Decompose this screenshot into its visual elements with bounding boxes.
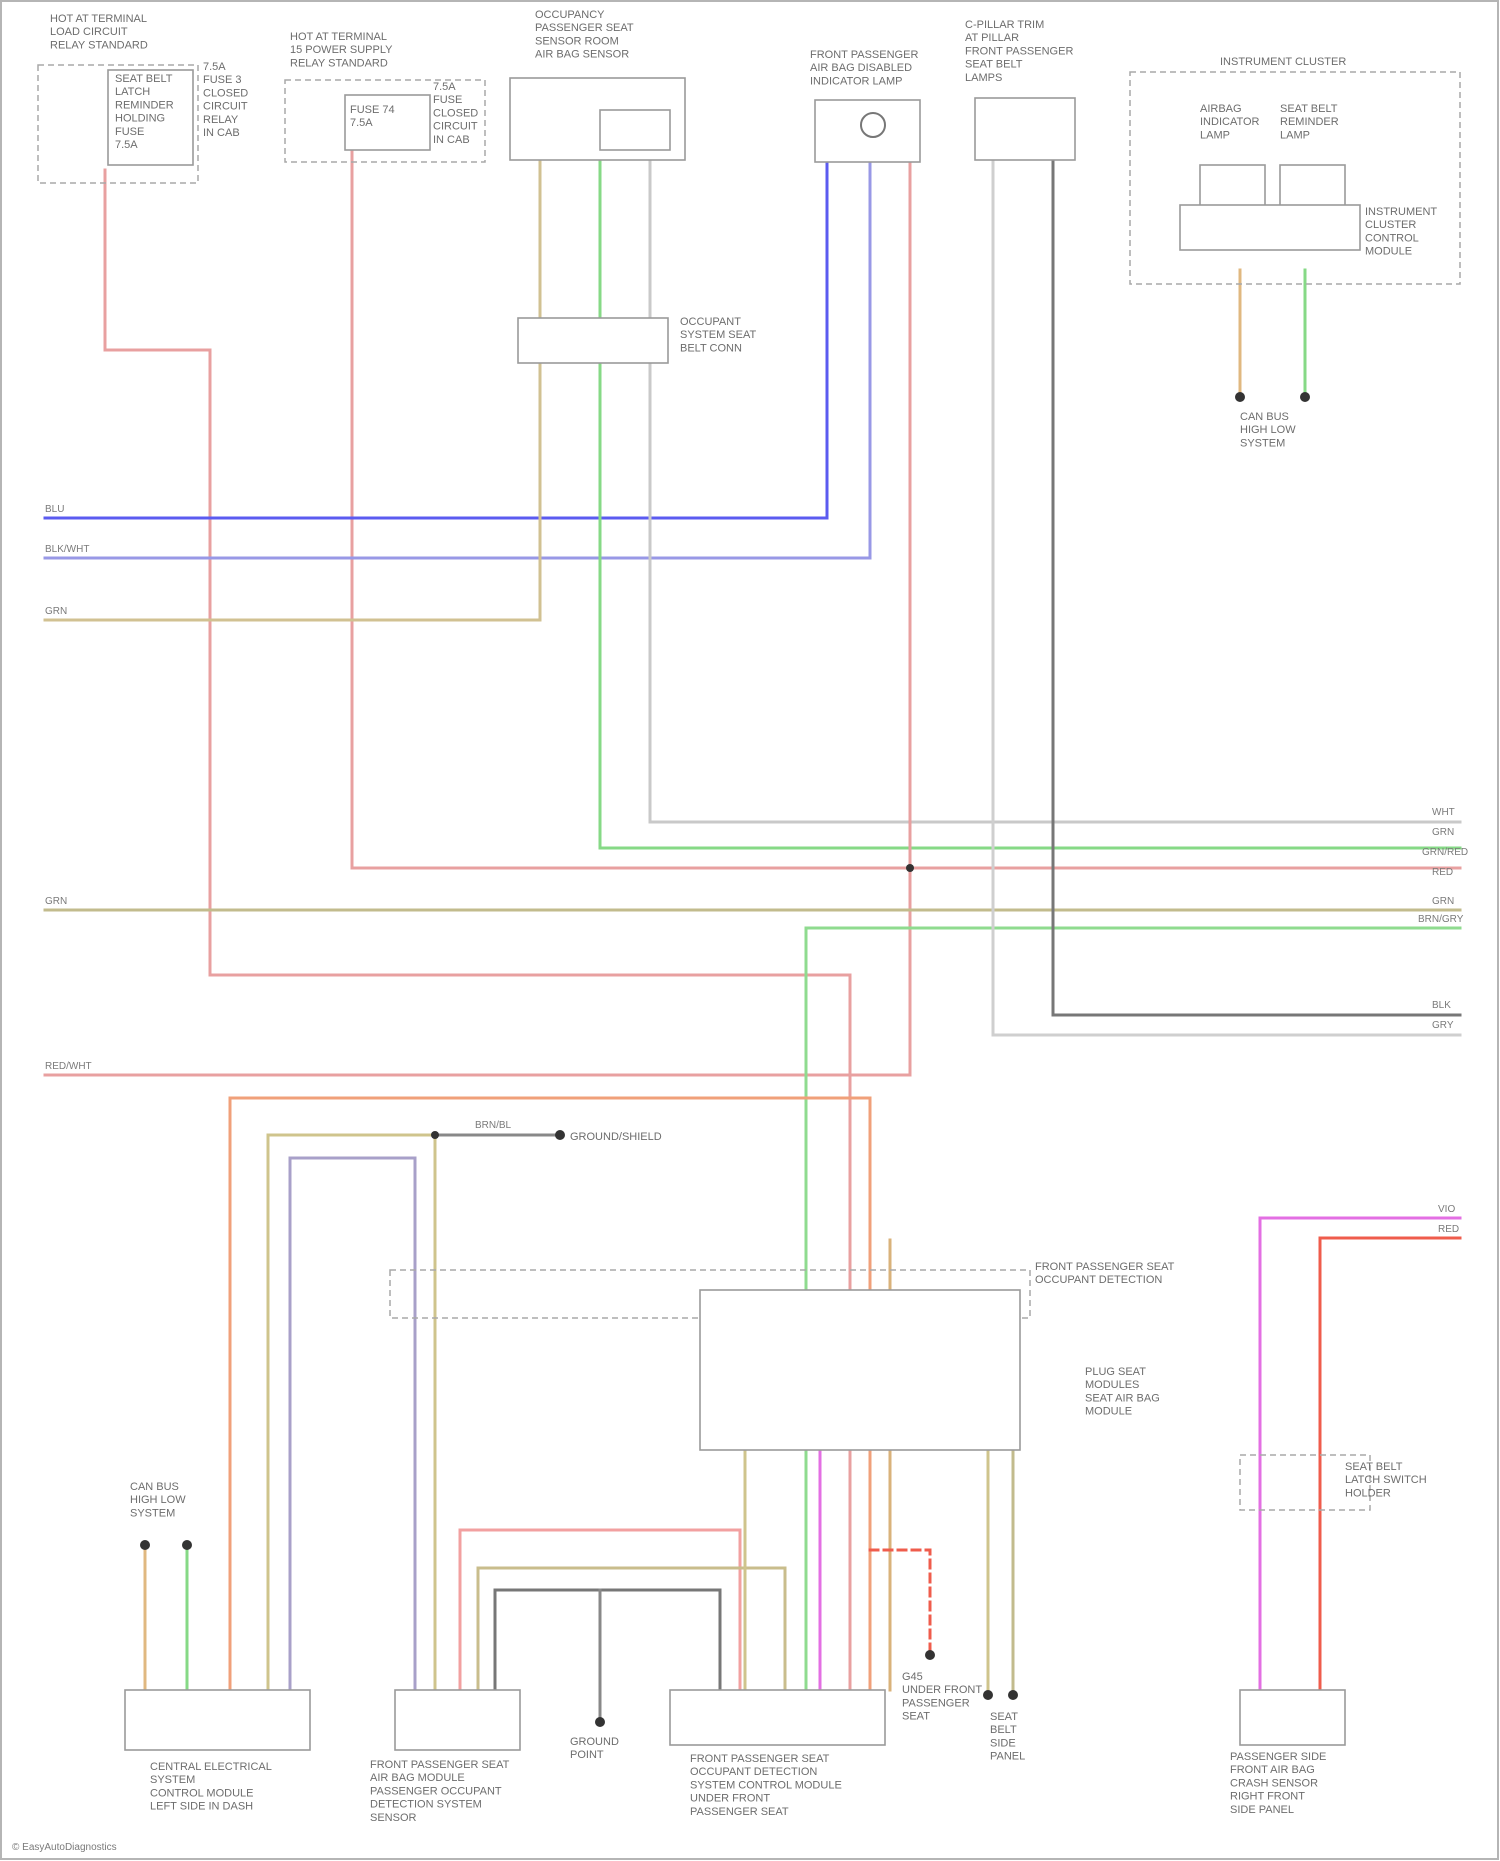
ind-lamp-a-box [1200,165,1265,210]
pillar-box [975,98,1075,160]
label-left-wire-3: GRN [45,606,67,617]
wire-khaki-bundle [268,1135,435,1700]
wire-blkwht-left [45,163,870,558]
occ-ctrl-module-box [670,1690,885,1745]
wire-fuse-a-red [105,170,850,1690]
pass-lamp-box [815,100,920,162]
wire-fuse-b-red [352,150,1460,868]
label-right-wire-7: BLK [1432,1000,1451,1011]
label-left-wire-5: RED/WHT [45,1061,92,1072]
label-inst-cluster: INSTRUMENT CLUSTER [1220,56,1346,68]
wire-vio-right [1260,1218,1460,1690]
junction-dots [140,392,1310,1727]
label-wire-ref: BRN/BL [475,1120,512,1131]
side-module-box [1240,1690,1345,1745]
label-ground-ref: GROUND/SHIELD [570,1131,662,1143]
wire-sensor-gray [650,160,1460,822]
seat-module-box [700,1290,1020,1450]
ground-dot-9 [1008,1690,1018,1700]
ind-lamp-b-box [1280,165,1345,210]
wire-grn-left [45,160,540,620]
label-left-wire-4: GRN [45,896,67,907]
ground-dot-1 [1235,392,1245,402]
ground-dot-3 [140,1540,150,1550]
ground-dot-2 [1300,392,1310,402]
wire-violet-bundle [290,1158,415,1700]
wire-pillar-gray [993,160,1460,1035]
label-footer: © EasyAutoDiagnostics [12,1842,117,1853]
label-left-wire-2: BLK/WHT [45,544,89,555]
ground-dot-5 [555,1130,565,1140]
ground-dot-4 [182,1540,192,1550]
label-right-wire-8: GRY [1432,1020,1454,1031]
wire-pillar-dark [1053,160,1460,1015]
label-right-wire-2: GRN [1432,827,1454,838]
label-right-wire-6: BRN/GRY [1418,914,1464,925]
wires [45,135,1460,1720]
wire-mid-dark [495,1590,720,1700]
occupancy-sensor-inner [600,110,670,150]
wire-mod-tan2 [785,1420,988,1690]
plug-connector-box [518,318,668,363]
central-ctrl-module-box [125,1690,310,1750]
ground-dot-8 [983,1690,993,1700]
junction-dot-2 [431,1131,439,1139]
label-right-wire-3: GRN/RED [1422,847,1468,858]
label-right-wire-9: VIO [1438,1204,1455,1215]
pass-airbag-module-box [395,1690,520,1750]
label-left-wire-1: BLU [45,504,64,515]
junction-dot-1 [906,864,914,872]
cluster-ctrl-box [1180,205,1360,250]
components [38,65,1460,1750]
label-right-wire-5: GRN [1432,896,1454,907]
wire-mod-red-dashed [870,1550,930,1650]
ground-dot-6 [595,1717,605,1727]
label-right-wire-1: WHT [1432,807,1455,818]
label-right-wire-10: RED [1438,1224,1459,1235]
ground-dot-7 [925,1650,935,1660]
label-right-wire-4: RED [1432,867,1453,878]
